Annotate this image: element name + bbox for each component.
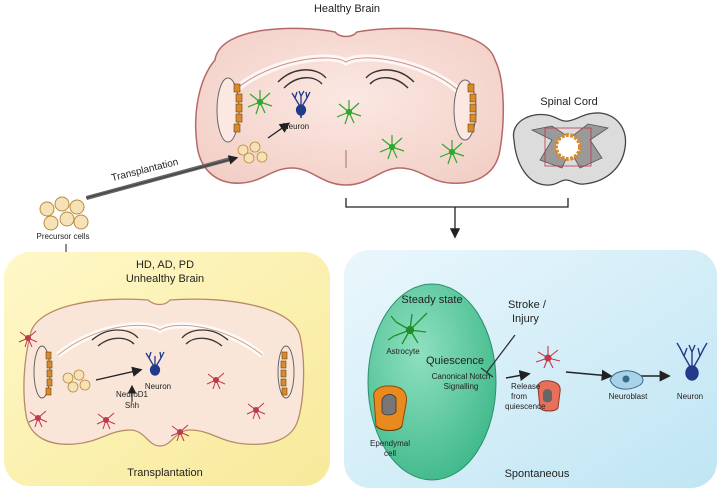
injury-label: Injury	[512, 313, 539, 325]
ependymal-cell	[373, 385, 407, 431]
healthy-brain-title: Healthy Brain	[313, 3, 381, 15]
unhealthy-brain	[18, 298, 305, 447]
right-neuron	[676, 342, 708, 381]
merge-bracket	[345, 198, 569, 239]
healthy-astrocyte	[247, 90, 273, 115]
reactive-astrocyte	[18, 330, 38, 348]
transplantation-arrow	[85, 155, 239, 200]
healthy-ventricle-left	[277, 69, 327, 89]
spontaneous-panel-title: Spontaneous	[504, 468, 570, 480]
signalling-label: Signalling	[443, 382, 479, 391]
spinal-central-canal	[554, 133, 582, 161]
ependymal-label: Ependymal	[369, 439, 411, 448]
reactive-astrocyte	[170, 424, 190, 442]
transplantation-panel-title: Transplantation	[127, 467, 203, 479]
hd-ad-pd-label: HD, AD, PD	[135, 259, 195, 271]
unhealthy-ventricle-left	[91, 329, 139, 347]
healthy-astrocyte	[336, 100, 362, 125]
healthy-niche-left	[233, 83, 243, 133]
stroke-label: Stroke /	[508, 299, 546, 311]
released-ependymal	[537, 380, 561, 412]
astrocyte-label: Astrocyte	[386, 347, 420, 356]
healthy-ventricle-right	[365, 69, 415, 89]
neuron-top-label: Neuron	[282, 122, 310, 131]
unhealthy-ventricle-right	[181, 329, 229, 347]
released-astrocyte	[535, 346, 561, 369]
healthy-brain	[194, 27, 505, 186]
neuron-right-label: Neuron	[676, 392, 704, 401]
neuron-bottom-label: Neuron	[144, 382, 172, 391]
stroke-inhibition	[480, 334, 516, 378]
shh-label: Shh	[124, 401, 140, 410]
healthy-niche-right	[467, 83, 477, 133]
neuroblast-label: Neuroblast	[608, 392, 648, 401]
healthy-precursor-cells	[237, 141, 268, 164]
healthy-astrocyte	[439, 140, 465, 165]
healthy-astrocyte	[379, 135, 405, 160]
unhealthy-brain-title: Unhealthy Brain	[125, 273, 205, 285]
reactive-astrocyte	[96, 412, 116, 430]
steady-state-oval	[367, 283, 497, 481]
precursor-cells-label: Precursor cells	[36, 232, 90, 241]
canonical-notch-label: Canonical Notch	[431, 372, 491, 381]
quiescence-label: Quiescence	[425, 355, 485, 367]
steady-state-label: Steady state	[401, 294, 463, 306]
unhealthy-precursor-cells	[62, 369, 91, 393]
oval-astrocyte	[387, 312, 428, 345]
reactive-astrocyte	[246, 402, 266, 420]
neurod1-label: NeuroD1	[115, 390, 149, 399]
spinal-cord-label: Spinal Cord	[540, 96, 598, 108]
spinal-cord	[512, 112, 627, 186]
precursor-cells-cluster	[39, 196, 89, 231]
ependymal-cell-label: cell	[383, 449, 397, 458]
release-label: Release	[511, 382, 541, 391]
from-label: from	[511, 392, 527, 401]
reactive-astrocyte	[206, 372, 226, 390]
quiescence-small-label: quiescence	[505, 402, 546, 411]
reactive-astrocyte	[28, 410, 48, 428]
neuroblast	[609, 370, 644, 390]
healthy-neuron	[291, 90, 311, 118]
unhealthy-brain-outline	[23, 298, 305, 447]
unhealthy-neuron	[145, 351, 165, 376]
